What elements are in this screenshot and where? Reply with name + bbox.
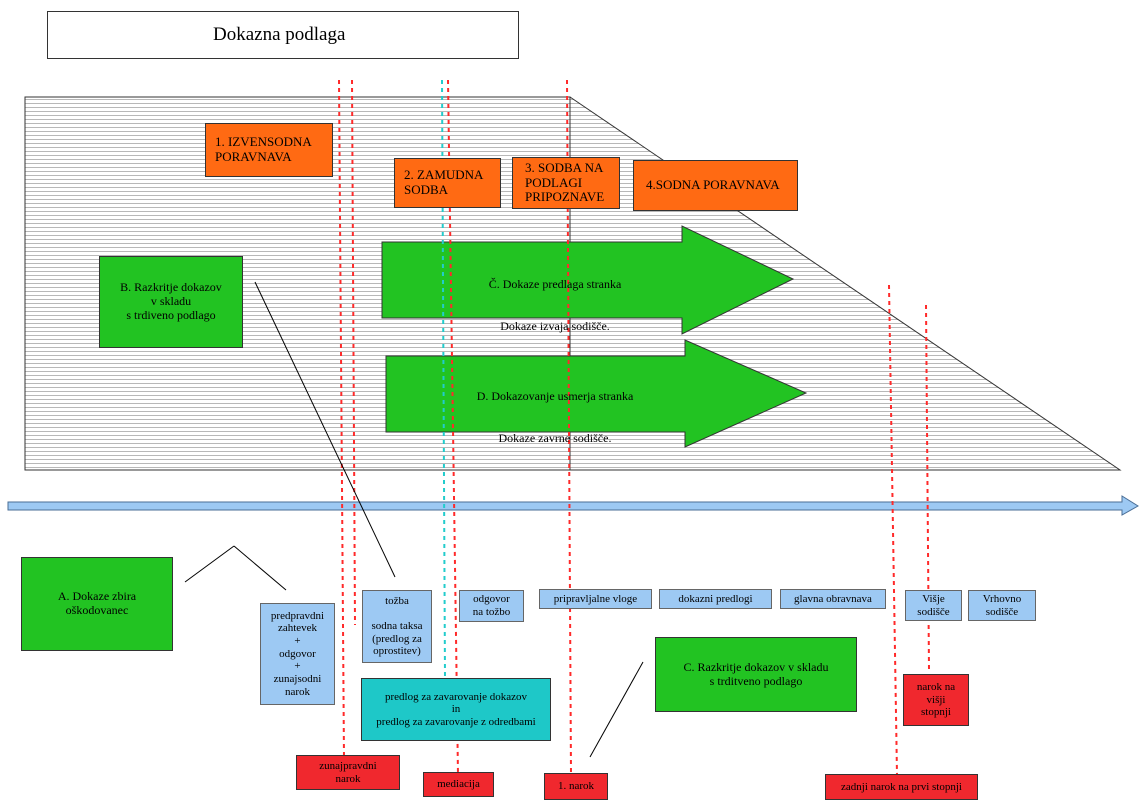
box-security-motions: predlog za zavarovanje dokazov in predlo… <box>361 678 551 741</box>
preparatory-briefs-text: pripravljalne vloge <box>553 592 638 605</box>
arrow-c-line1: Č. Dokaze predlaga stranka <box>488 277 622 291</box>
arrow-c-line2: Dokaze izvaja sodišče. <box>500 319 610 333</box>
supreme-court-text: Vrhovno sodišče <box>982 592 1022 618</box>
out-of-court-hearing-text: zunajpravdni narok <box>319 759 377 785</box>
connector-line <box>233 545 287 591</box>
box-higher-court: Višje sodišče <box>905 590 962 621</box>
arrow-d-text: D. Dokazovanje usmerja stranka Dokaze za… <box>430 374 680 461</box>
higher-court-text: Višje sodišče <box>917 592 950 618</box>
arrow-d-shape <box>385 339 808 448</box>
timeline-arrow <box>7 495 1139 516</box>
box-a-injured-party: A. Dokaze zbira oškodovanec <box>21 557 173 651</box>
arrow-c-text: Č. Dokaze predlaga stranka Dokaze izvaja… <box>430 262 680 349</box>
box-pre-trial-claim: predpravdni zahtevek + odgovor + zunajso… <box>260 603 335 705</box>
arrow-d-line1: D. Dokazovanje usmerja stranka <box>476 389 634 403</box>
box-last-hearing-first-instance: zadnji narok na prvi stopnji <box>825 774 978 800</box>
stage-label: 4.SODNA PORAVNAVA <box>646 177 780 193</box>
stage-court-settlement: 4.SODNA PORAVNAVA <box>633 160 798 211</box>
box-b-text: B. Razkritje dokazov v skladu s trdiveno… <box>120 280 222 322</box>
box-c-text: C. Razkritje dokazov v skladu s trditven… <box>683 659 829 688</box>
arrow-c-shape <box>381 225 795 335</box>
stage-judgment-on-admission: 3. SODBA NA PODLAGI PRIPOZNAVE <box>512 157 620 209</box>
box-c-evidence-disclosure: C. Razkritje dokazov v skladu s trditven… <box>655 637 857 712</box>
stage-out-of-court-settlement: 1. IZVENSODNA PORAVNAVA <box>205 123 333 177</box>
connector-line <box>589 661 644 758</box>
evidence-area-triangle-frame <box>569 96 1122 471</box>
divider-line <box>351 79 356 626</box>
box-a-text: A. Dokaze zbira oškodovanec <box>57 589 137 617</box>
box-out-of-court-hearing: zunajpravdni narok <box>296 755 400 790</box>
lawsuit-text: tožba sodna taksa (predlog za oprostitev… <box>371 594 423 658</box>
box-response: odgovor na tožbo <box>459 590 524 622</box>
box-evidence-proposals: dokazni predlogi <box>659 589 772 609</box>
box-mediation: mediacija <box>423 772 494 797</box>
pre-trial-claim-text: predpravdni zahtevek + odgovor + zunajso… <box>270 609 325 698</box>
stage-label: 1. IZVENSODNA PORAVNAVA <box>215 134 312 164</box>
page-title-text: Dokazna podlaga <box>213 24 346 46</box>
higher-instance-hearing-text: narok na višji stopnji <box>916 681 956 719</box>
first-hearing-text: 1. narok <box>557 780 595 793</box>
divider-line <box>338 79 345 761</box>
response-text: odgovor na tožbo <box>472 593 511 618</box>
security-motions-text: predlog za zavarovanje dokazov in predlo… <box>376 690 536 728</box>
connector-line <box>254 281 396 578</box>
stage-default-judgment: 2. ZAMUDNA SODBA <box>394 158 501 208</box>
arrow-d-line2: Dokaze zavrne sodišče. <box>498 431 612 445</box>
box-main-hearing: glavna obravnava <box>780 589 886 609</box>
connector-line <box>184 545 235 583</box>
last-hearing-text: zadnji narok na prvi stopnji <box>841 780 962 793</box>
evidence-proposals-text: dokazni predlogi <box>678 592 753 605</box>
main-hearing-text: glavna obravnava <box>794 592 872 605</box>
box-lawsuit: tožba sodna taksa (predlog za oprostitev… <box>362 590 432 663</box>
stage-label: 3. SODBA NA PODLAGI PRIPOZNAVE <box>525 159 605 205</box>
mediation-text: mediacija <box>437 778 480 791</box>
stage-label: 2. ZAMUDNA SODBA <box>404 167 484 197</box>
box-higher-instance-hearing: narok na višji stopnji <box>903 674 969 726</box>
box-b-evidence-disclosure: B. Razkritje dokazov v skladu s trdiveno… <box>99 256 243 348</box>
box-preparatory-briefs: pripravljalne vloge <box>539 589 652 609</box>
box-first-hearing: 1. narok <box>544 773 608 800</box>
page-title: Dokazna podlaga <box>47 11 519 59</box>
divider-line <box>888 284 898 776</box>
box-supreme-court: Vrhovno sodišče <box>968 590 1036 621</box>
